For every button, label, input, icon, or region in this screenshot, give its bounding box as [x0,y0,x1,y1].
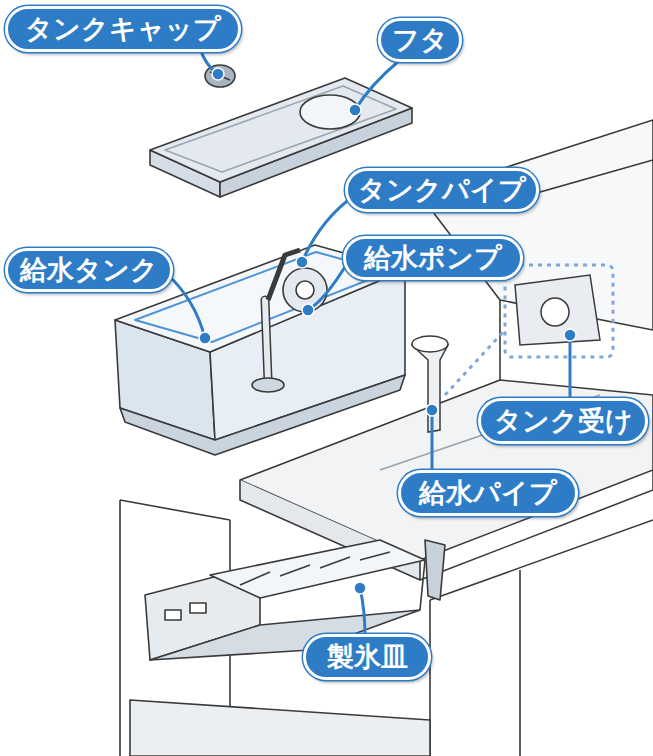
tray-side [420,560,425,610]
part-name: タンク受け [494,406,633,436]
callout-pill: フタ [378,18,462,62]
tank-pipe [265,300,268,380]
dotted-outline [505,265,613,357]
callout-pill: 製氷皿 [303,634,431,680]
leader-line [355,60,400,110]
tray-tab [190,603,206,613]
shelf-edge [420,470,653,580]
receiver-body [515,275,600,345]
leader-lines [168,48,570,636]
callout-pill: 給水ポンプ [343,236,523,280]
wall-corner [499,300,501,380]
leader-dot [296,256,308,268]
leader-dot [349,104,361,116]
leader-dot [302,304,314,316]
ice-bin [130,700,430,756]
leader-line [569,335,572,400]
leader-line [431,410,434,472]
leader-line [360,588,365,636]
pump-center [296,281,314,299]
part-name: フタ [392,25,448,55]
refrigerator-interior [120,120,653,756]
receiver-hole [541,298,569,326]
tray-hinge [425,540,445,600]
tray-cells [240,552,390,585]
tray-top [210,540,425,598]
callout-pill: 給水パイプ [398,470,578,516]
leader-dot [426,404,438,416]
lid-top [150,78,412,182]
part-name: 給水パイプ [419,478,557,508]
part-name: 給水タンク [20,255,158,285]
callout-pill: タンクキャップ [5,6,241,52]
leader-line [168,275,205,338]
part-name: タンクパイプ [358,175,526,205]
part-name: タンクキャップ [25,14,221,44]
tray-tab [165,610,181,620]
part-name: 給水ポンプ [364,243,502,273]
leader-dot [354,582,366,594]
leader-dot [564,329,576,341]
callout-pill: タンク受け [478,398,648,444]
tank-receiver [505,265,613,357]
part-name: 製氷皿 [327,642,408,672]
leader-dot [199,332,211,344]
callout-pill: タンクパイプ [345,168,539,212]
tank-pipe-core [265,300,268,380]
tank-base [120,375,405,455]
leader-line [308,262,348,310]
pipe-mouth [412,336,448,352]
freezer-wall [430,520,653,756]
pipe-foot [252,378,284,392]
callout-pill: 給水タンク [5,248,173,292]
leader-dot [212,68,224,80]
dotted-link [445,330,505,395]
lid-hole [300,95,360,129]
